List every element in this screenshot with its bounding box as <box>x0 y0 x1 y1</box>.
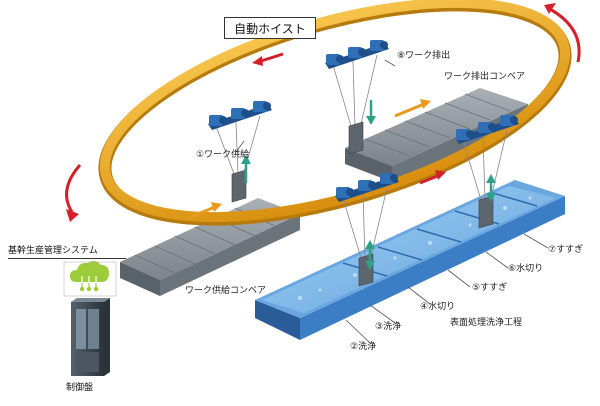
hoist-motor-supply <box>209 115 223 126</box>
hoist-wire-discharge <box>352 60 356 127</box>
hoist-wire-tank-a <box>362 193 366 259</box>
stage-label-7: ⑦すすぎ <box>548 245 584 255</box>
work-supply-label: ①ワーク供給 <box>196 150 250 160</box>
rotation-arrow-left-head <box>66 209 79 222</box>
control-cabinet-icon <box>71 298 110 376</box>
hoist-motor-cap-tank-b <box>488 123 496 131</box>
stage-label-3: ③洗浄 <box>375 322 402 332</box>
rotation-arrow-right <box>547 6 581 63</box>
leader-6 <box>485 251 509 269</box>
stage-label-4: ④水切り <box>420 302 456 312</box>
hoist-motor-discharge <box>326 54 340 65</box>
lift-arrows <box>241 100 496 270</box>
control-panel-label: 制御盤 <box>66 383 94 393</box>
workpiece-supply <box>231 169 247 203</box>
tank-front-face <box>300 196 565 340</box>
hoist-wire-tank-b <box>462 139 482 201</box>
leader-5 <box>447 269 471 288</box>
rotation-arrow-left <box>65 164 82 213</box>
stage-label-5: ⑤すすぎ <box>472 283 508 293</box>
hoist-group <box>208 40 519 287</box>
hoist-motor-cap-tank-b <box>466 130 474 138</box>
water-texture <box>298 196 532 300</box>
leader-3 <box>369 304 396 324</box>
workpiece-discharge <box>348 121 364 155</box>
supply-conveyor-end <box>120 262 160 296</box>
leader-discharge <box>384 59 396 67</box>
discharge-conveyor-rollers <box>364 93 511 157</box>
hoist-motor-supply <box>253 101 267 112</box>
tank-side-face <box>255 300 300 340</box>
hoist-motor-cap-discharge <box>380 41 388 49</box>
rail-direction-arrow-top-head <box>252 56 263 66</box>
discharge-conveyor-label: ワーク排出コンベア <box>444 72 526 82</box>
control-system <box>63 260 117 376</box>
hoist-wire-supply <box>235 121 239 175</box>
hoist-motor-tank-a <box>336 187 350 198</box>
hoist-motor-tank-b <box>500 115 514 126</box>
hoist-motor-supply <box>231 108 245 119</box>
process-name-label: 表面処理洗浄工程 <box>450 318 523 328</box>
motion-arrows <box>65 3 581 270</box>
hoist-motor-cap-tank-a <box>390 174 398 182</box>
leader-lines <box>235 59 549 344</box>
hoist-wire-tank-b <box>482 135 486 201</box>
discharge-flow-arrow <box>394 102 425 118</box>
hoist-wire-discharge <box>332 64 352 127</box>
production-system-label: 基幹生産管理システム <box>8 244 126 259</box>
hoist-motor-tank-a <box>380 173 394 184</box>
rail-direction-arrow-bottom-head <box>435 170 446 180</box>
discharge-flow-arrow-head <box>420 99 431 109</box>
leader-supply <box>235 140 245 153</box>
stage-label-2: ②洗浄 <box>350 342 377 352</box>
cloud-network-icon <box>63 260 117 297</box>
hoist-motor-cap-discharge <box>336 55 344 63</box>
supply-flow-arrow <box>187 205 216 220</box>
hoist-motor-tank-b <box>456 129 470 140</box>
hoist-motor-tank-a <box>358 180 372 191</box>
stage-label-6: ⑥水切り <box>508 264 544 274</box>
hoist-motor-cap-supply <box>263 102 271 110</box>
supply-conveyor-side <box>160 214 300 296</box>
discharge-conveyor-top <box>345 88 528 166</box>
hoist-motor-cap-tank-a <box>346 188 354 196</box>
rotation-arrow-right-head <box>544 3 556 14</box>
workpiece-tank-b <box>478 195 494 229</box>
hoist-wire-discharge <box>360 54 378 125</box>
rail-direction-arrow-bottom <box>419 173 441 185</box>
hoist-motor-cap-tank-a <box>368 181 376 189</box>
hoist-wire-supply <box>215 125 235 175</box>
hoist-motor-discharge <box>370 40 384 51</box>
supply-flow-arrow-head <box>211 202 222 212</box>
leader-2 <box>345 319 371 344</box>
leader-4 <box>407 286 431 305</box>
discharge-conveyor-end <box>345 148 392 182</box>
hoist-motor-cap-supply <box>219 116 227 124</box>
hoist-wire-tank-b <box>490 129 508 199</box>
hoist-motor-cap-supply <box>241 109 249 117</box>
work-discharge-label: ⑧ワーク排出 <box>397 51 451 61</box>
hoist-motor-cap-tank-b <box>510 116 518 124</box>
hoist-motor-tank-b <box>478 122 492 133</box>
hoist-motor-discharge <box>348 47 362 58</box>
supply-conveyor-label: ワーク供給コンベア <box>185 286 267 296</box>
auto-hoist-title: 自動ホイスト <box>224 17 316 39</box>
hoist-motor-cap-discharge <box>358 48 366 56</box>
hoist-wire-tank-a <box>342 197 362 259</box>
leader-7 <box>523 233 549 249</box>
hoist-wire-tank-a <box>370 187 388 257</box>
